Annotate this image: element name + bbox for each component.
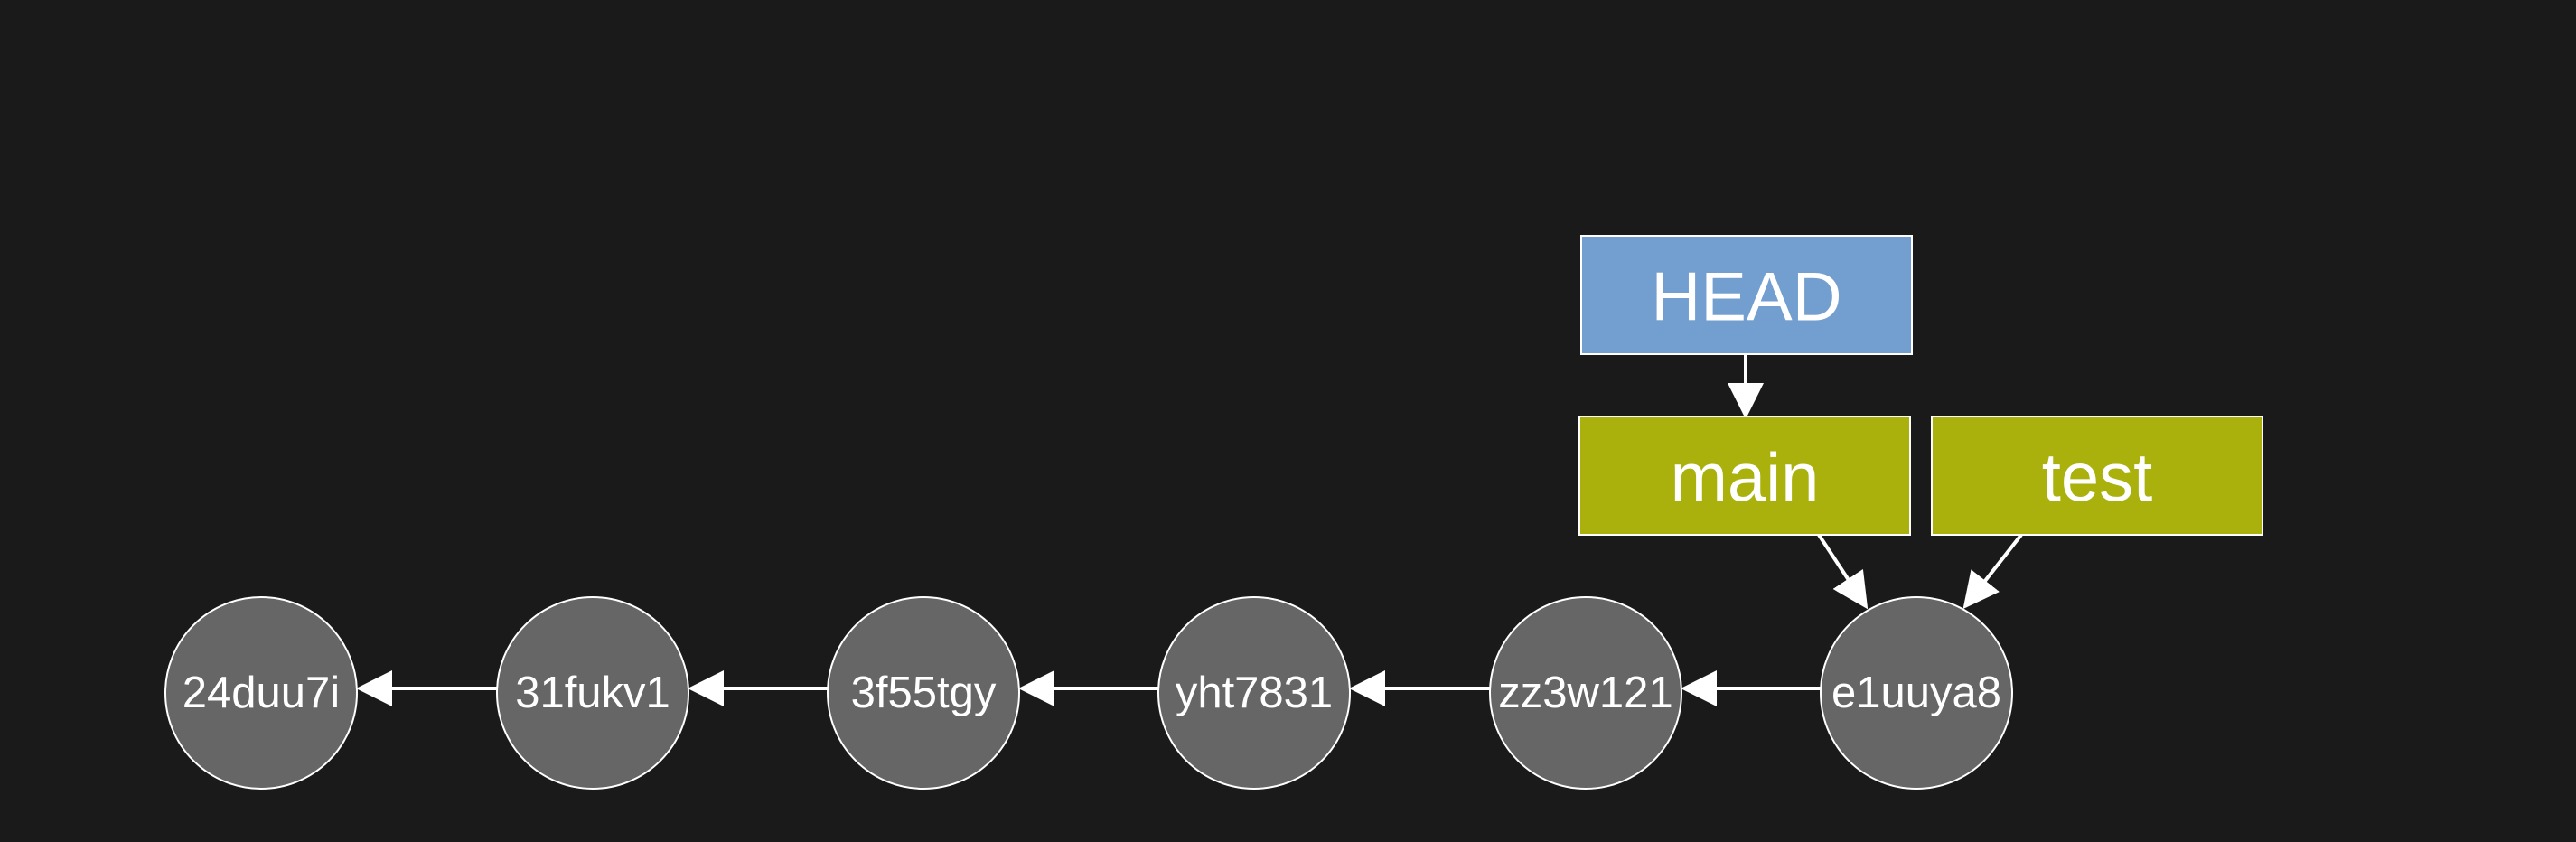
branch-ref-main: main [1578, 416, 1911, 536]
head-ref: HEAD [1580, 235, 1913, 355]
commit-node-24duu7i: 24duu7i [164, 596, 358, 790]
commit-node-31fukv1: 31fukv1 [496, 596, 689, 790]
commit-node-zz3w121: zz3w121 [1489, 596, 1682, 790]
head-box [1580, 235, 1913, 355]
commit-node-3f55tgy: 3f55tgy [827, 596, 1020, 790]
head-label: HEAD [1651, 259, 1841, 336]
branch-box-main [1578, 416, 1911, 536]
arrow-main-to-e1uuya8 [1817, 533, 1869, 610]
commit-node-e1uuya8: e1uuya8 [1820, 596, 2013, 790]
commit-circle [1157, 596, 1351, 790]
branch-label-main: main [1671, 440, 1820, 517]
commit-id-label: 3f55tgy [851, 669, 997, 717]
branch-box-test [1931, 416, 2263, 536]
commit-id-label: 24duu7i [183, 669, 340, 717]
commit-circle [1489, 596, 1682, 790]
commit-circle [827, 596, 1020, 790]
commit-id-label: e1uuya8 [1831, 669, 2001, 717]
ref-arrows [1728, 354, 2023, 610]
commit-circle [1820, 596, 2013, 790]
branch-label-test: test [2042, 440, 2153, 517]
commit-circle [164, 596, 358, 790]
branch-ref-test: test [1931, 416, 2263, 536]
commit-node-yht7831: yht7831 [1157, 596, 1351, 790]
commit-id-label: 31fukv1 [515, 669, 670, 717]
commit-id-label: yht7831 [1176, 669, 1333, 717]
commit-id-label: zz3w121 [1498, 669, 1672, 717]
arrow-test-to-e1uuya8 [1962, 533, 2023, 610]
commit-circle [496, 596, 689, 790]
